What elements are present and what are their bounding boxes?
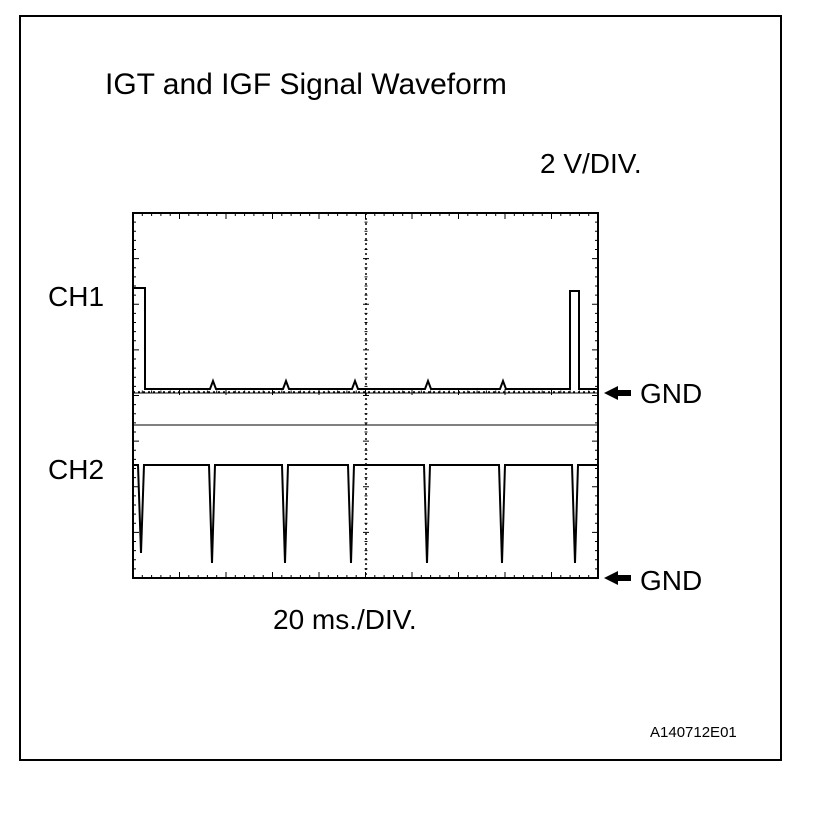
vertical-scale-label: 2 V/DIV. (540, 148, 642, 179)
ch2-gnd-arrow (604, 571, 631, 585)
ch2-gnd-label: GND (640, 565, 703, 596)
ch2-label: CH2 (48, 454, 105, 485)
ch1-gnd-arrow (604, 386, 631, 400)
time-scale-label: 20 ms./DIV. (273, 604, 417, 635)
ch1-label: CH1 (48, 281, 105, 312)
ch2-waveform (133, 464, 598, 564)
figure-title: IGT and IGF Signal Waveform (105, 68, 507, 101)
ch1-waveform (133, 287, 598, 390)
ch1-gnd-label: GND (640, 378, 703, 409)
figure-id: A140712E01 (650, 724, 737, 741)
scope-tick-marks (133, 213, 598, 578)
